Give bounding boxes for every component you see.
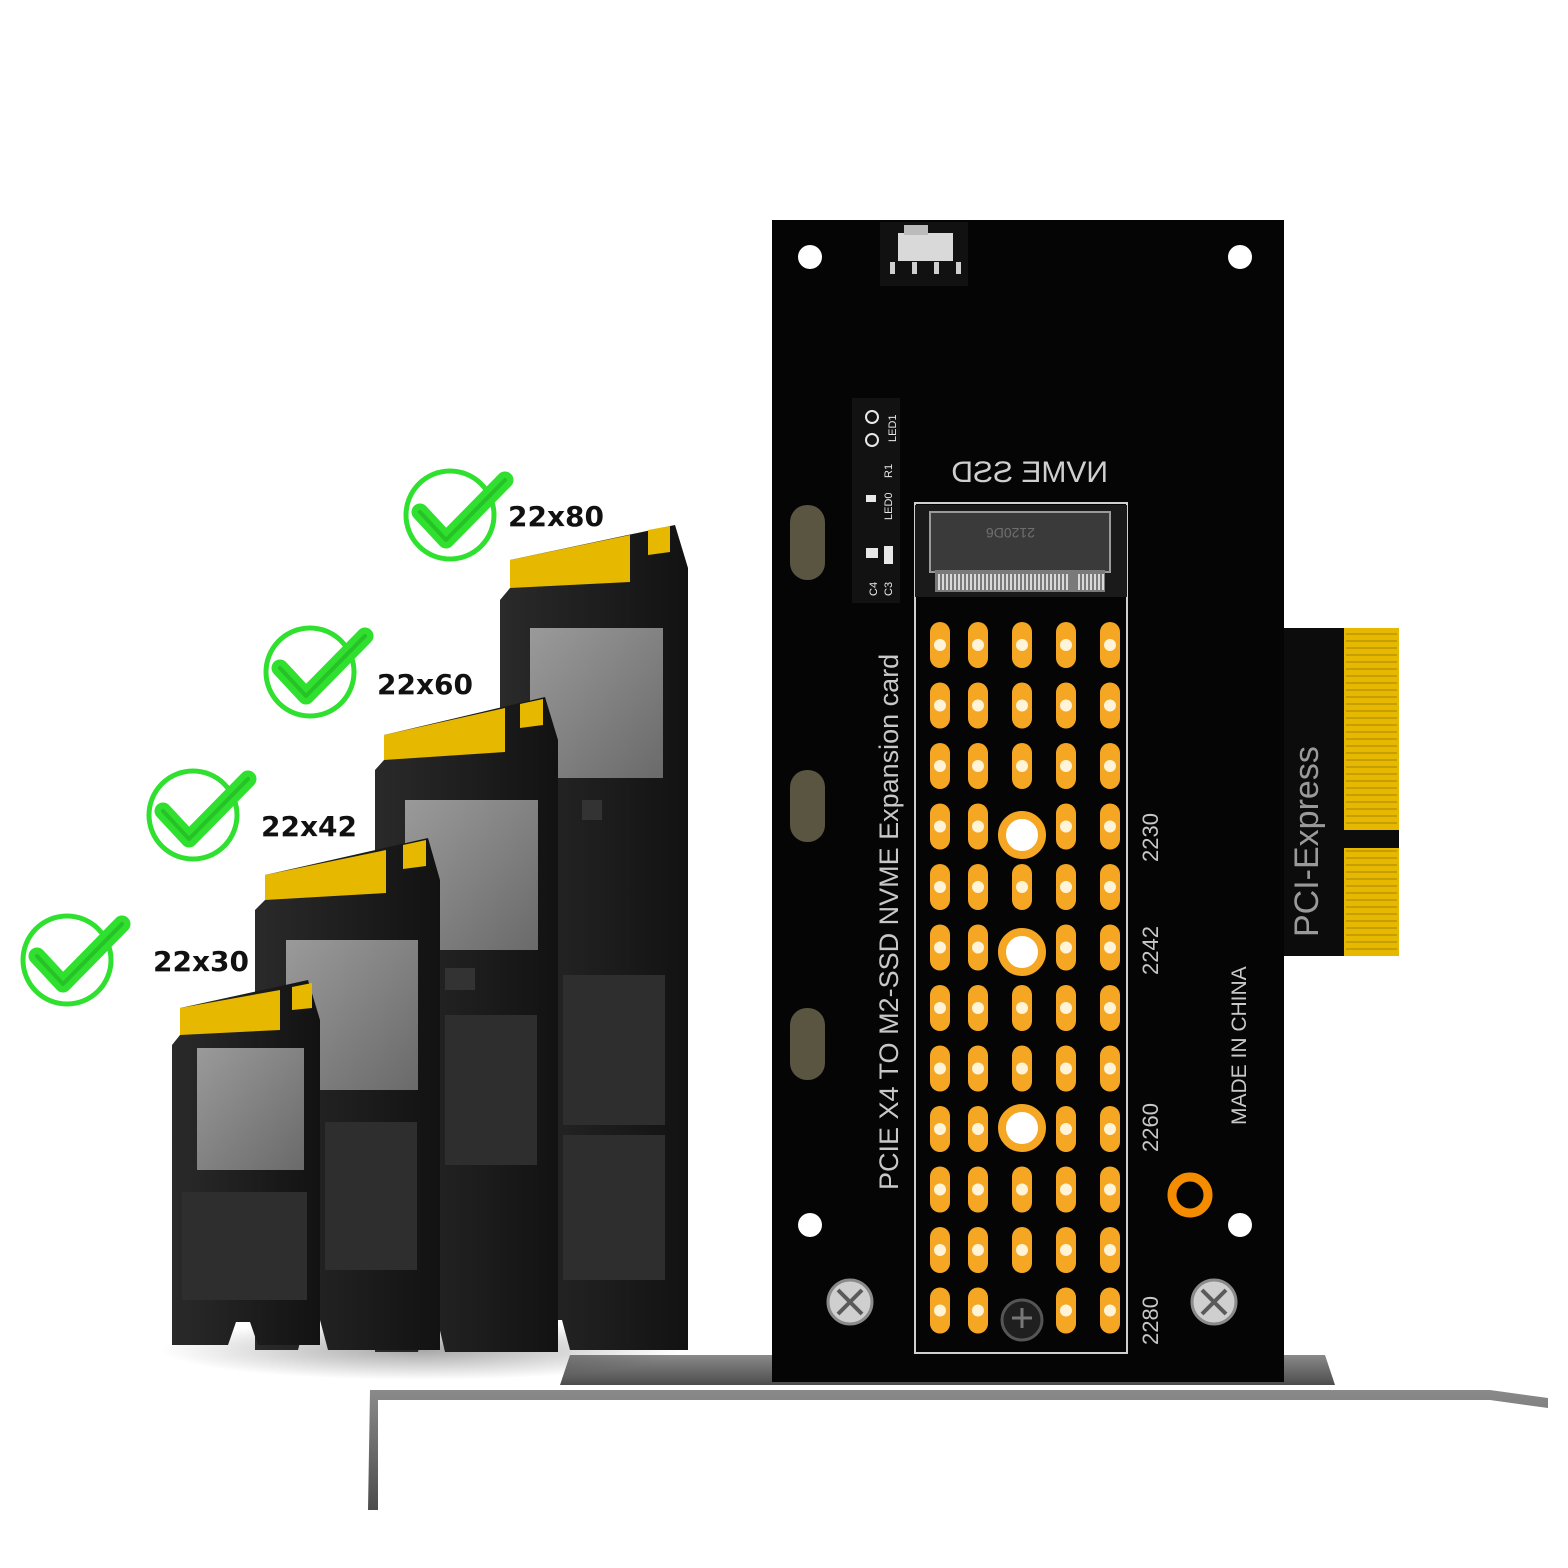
size-item-22x80: 22x80 xyxy=(403,468,604,562)
mounting-holes xyxy=(798,245,1252,1237)
solder-pad xyxy=(1100,1166,1120,1213)
solder-pad xyxy=(1056,1166,1076,1213)
solder-pad xyxy=(1012,682,1032,729)
solder-pad xyxy=(1100,622,1120,668)
solder-pad xyxy=(1100,743,1120,789)
solder-pad xyxy=(968,1287,988,1334)
silk-led0: LED0 xyxy=(883,492,895,520)
solder-pad xyxy=(968,1166,988,1213)
solder-pad xyxy=(1012,743,1032,789)
solder-pad xyxy=(1100,1287,1120,1334)
solder-pad xyxy=(968,622,988,668)
solder-pad xyxy=(1056,1227,1076,1273)
silk-led1: LED1 xyxy=(887,414,899,442)
led-component-block: C4 C3 LED0 R1 LED1 xyxy=(852,398,900,603)
solder-pad xyxy=(1012,1045,1032,1092)
silk-c4: C4 xyxy=(868,582,880,596)
silk-r1: R1 xyxy=(883,464,895,478)
solder-pad xyxy=(968,1227,988,1273)
solder-pad xyxy=(968,864,988,910)
solder-pad xyxy=(1056,864,1076,910)
solder-pad xyxy=(930,682,950,729)
solder-pad xyxy=(968,1106,988,1152)
solder-pad xyxy=(1056,622,1076,668)
size-label: 22x42 xyxy=(261,810,357,843)
solder-pad xyxy=(968,924,988,971)
size-item-22x60: 22x60 xyxy=(263,625,473,719)
solder-pad xyxy=(1056,743,1076,789)
solder-pad xyxy=(1056,1106,1076,1152)
mount-label-2260: 2260 xyxy=(1138,1103,1163,1152)
solder-pad xyxy=(930,1227,950,1273)
solder-pad xyxy=(1012,985,1032,1031)
solder-pad xyxy=(968,743,988,789)
solder-pad xyxy=(1100,985,1120,1031)
solder-pad xyxy=(968,1045,988,1092)
solder-pad xyxy=(1100,803,1120,850)
solder-pad xyxy=(930,985,950,1031)
solder-pad xyxy=(1056,682,1076,729)
solder-pad xyxy=(1100,1045,1120,1092)
size-label: 22x60 xyxy=(377,668,473,701)
solder-pad xyxy=(1100,1106,1120,1152)
solder-pad xyxy=(968,682,988,729)
expansion-card: PCI-Express xyxy=(772,220,1399,1382)
ssd-module-2230 xyxy=(172,980,320,1345)
solder-pad xyxy=(1056,985,1076,1031)
size-item-22x30: 22x30 xyxy=(20,913,249,1007)
switch-component xyxy=(880,222,968,286)
nvme-ssd-label: NVME SSD xyxy=(951,456,1108,489)
solder-pad xyxy=(930,1045,950,1092)
size-label: 22x30 xyxy=(153,945,249,978)
m2-connector: 2120D6 xyxy=(915,505,1127,597)
solder-pad xyxy=(1056,1287,1076,1334)
solder-pad xyxy=(1100,864,1120,910)
solder-pad xyxy=(930,1106,950,1152)
solder-pad xyxy=(1012,1166,1032,1213)
solder-pad xyxy=(930,622,950,668)
size-item-22x42: 22x42 xyxy=(146,768,357,862)
connector-code: 2120D6 xyxy=(986,525,1035,541)
pcie-edge-connector: PCI-Express xyxy=(1284,628,1399,956)
m2-slot-outline xyxy=(914,502,1128,1354)
solder-pad xyxy=(930,803,950,850)
solder-pad xyxy=(1012,1227,1032,1273)
solder-pad xyxy=(1056,924,1076,971)
standoff-rings xyxy=(998,811,1213,1342)
solder-pad xyxy=(1100,924,1120,971)
solder-pad xyxy=(1056,1045,1076,1092)
check-circle-icon xyxy=(20,913,131,1007)
solder-pad xyxy=(930,864,950,910)
solder-pad xyxy=(968,803,988,850)
solder-pad xyxy=(968,985,988,1031)
size-compatibility-list: 22x80 22x60 22x42 22x30 xyxy=(20,468,604,1007)
size-label: 22x80 xyxy=(508,500,604,533)
solder-pad xyxy=(930,743,950,789)
ssd-modules xyxy=(160,525,688,1380)
board-edge-tabs xyxy=(790,505,825,1080)
check-circle-icon xyxy=(146,768,257,862)
solder-pad xyxy=(1100,682,1120,729)
solder-pad xyxy=(1056,803,1076,850)
solder-pad xyxy=(930,924,950,971)
card-title-text: PCIE X4 TO M2-SSD NVME Expansion card xyxy=(874,654,904,1190)
mount-label-2230: 2230 xyxy=(1138,813,1163,862)
check-circle-icon xyxy=(263,625,374,719)
screw-icon xyxy=(1190,1278,1238,1326)
solder-pad xyxy=(1012,864,1032,910)
solder-pad xyxy=(1012,622,1032,668)
solder-pad xyxy=(1100,1227,1120,1273)
screw-icon xyxy=(826,1278,874,1326)
solder-pad xyxy=(930,1287,950,1334)
solder-pad xyxy=(930,1166,950,1213)
check-circle-icon xyxy=(403,468,514,562)
silk-c3: C3 xyxy=(883,582,895,596)
made-in-label: MADE IN CHINA xyxy=(1228,966,1251,1125)
pci-express-label: PCI-Express xyxy=(1288,746,1326,937)
mount-label-2242: 2242 xyxy=(1138,926,1163,975)
mount-label-2280: 2280 xyxy=(1138,1296,1163,1345)
pad-array xyxy=(930,622,1120,1334)
